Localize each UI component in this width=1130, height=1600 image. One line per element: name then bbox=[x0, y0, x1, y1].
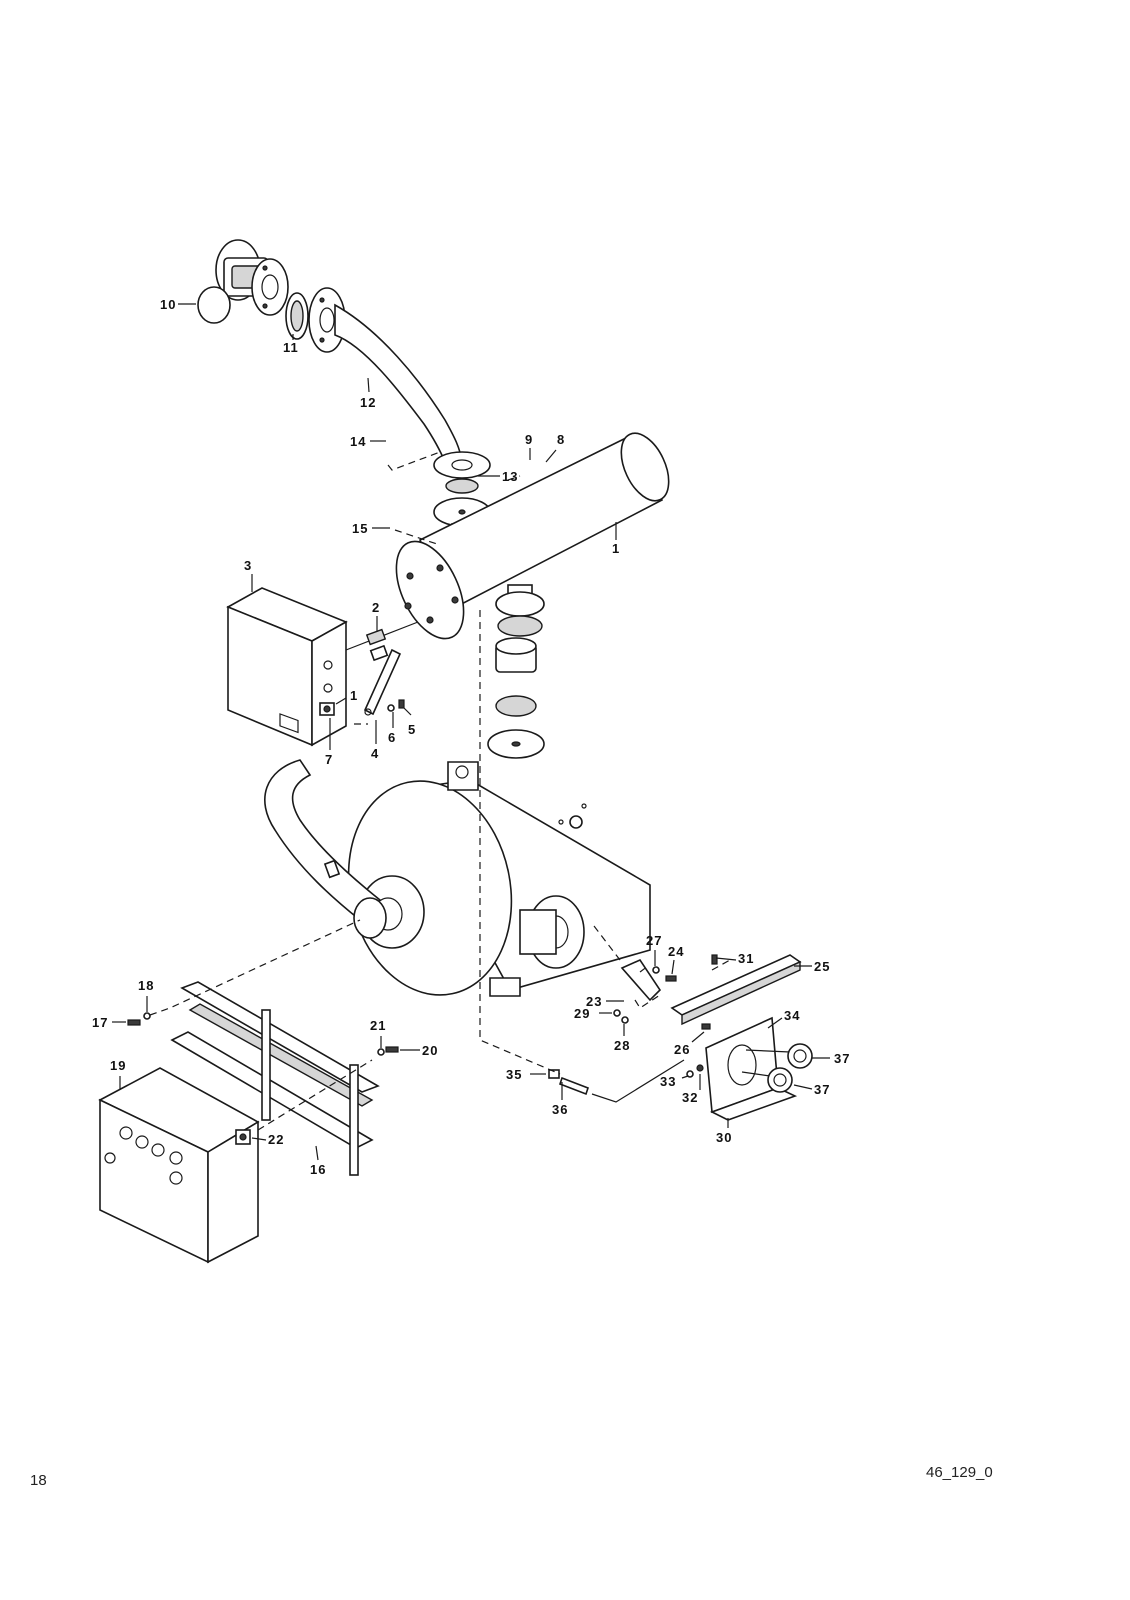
curved-pipe-part-12 bbox=[308, 287, 463, 463]
control-box-part-3 bbox=[226, 587, 348, 747]
callout-28: 28 bbox=[614, 1038, 630, 1053]
callout-13: 13 bbox=[502, 469, 518, 484]
callout-22: 22 bbox=[268, 1132, 284, 1147]
screw-part-32 bbox=[696, 1064, 704, 1072]
callout-12: 12 bbox=[360, 395, 376, 410]
washer-part-21 bbox=[377, 1048, 385, 1056]
callout-27: 27 bbox=[646, 933, 662, 948]
tube-part-36 bbox=[558, 1059, 685, 1103]
callout-labels: 10 11 12 14 9 8 13 15 1 3 2 1 5 6 4 7 27… bbox=[92, 297, 850, 1177]
callout-4: 4 bbox=[371, 746, 379, 761]
callout-leaders bbox=[112, 303, 830, 1161]
drawing-code: 46_129_0 bbox=[926, 1464, 993, 1481]
bolt-part-17 bbox=[127, 1019, 141, 1026]
washer-part-27 bbox=[652, 966, 660, 974]
fitting-part-7 bbox=[319, 702, 335, 716]
support-frame-part-16 bbox=[170, 981, 380, 1176]
callout-21: 21 bbox=[370, 1018, 386, 1033]
callout-19: 19 bbox=[110, 1058, 126, 1073]
screw-part-26 bbox=[701, 1023, 711, 1030]
pressure-vessel bbox=[347, 761, 651, 997]
callout-1-tank: 1 bbox=[612, 541, 620, 556]
control-cabinet-part-19 bbox=[98, 1067, 260, 1264]
callout-37-lower: 37 bbox=[814, 1082, 830, 1097]
callout-32: 32 bbox=[682, 1090, 698, 1105]
callout-2: 2 bbox=[372, 600, 380, 615]
washer-part-33 bbox=[686, 1070, 694, 1078]
page-number: 18 bbox=[30, 1472, 47, 1489]
callout-23: 23 bbox=[586, 994, 602, 1009]
callout-17: 17 bbox=[92, 1015, 108, 1030]
callout-25: 25 bbox=[814, 959, 830, 974]
callout-6: 6 bbox=[388, 730, 396, 745]
callout-35: 35 bbox=[506, 1067, 522, 1082]
bolt-part-24 bbox=[665, 975, 677, 982]
fitting-part-22 bbox=[235, 1129, 251, 1145]
callout-9: 9 bbox=[525, 432, 533, 447]
nut-part-28 bbox=[621, 1016, 629, 1024]
bolt-part-20 bbox=[385, 1046, 399, 1053]
valve-assembly-part-10 bbox=[197, 239, 289, 324]
gauge-part-37-lower bbox=[741, 1067, 793, 1093]
callout-5: 5 bbox=[408, 722, 416, 737]
angle-rail-part-25 bbox=[670, 954, 802, 1026]
callout-3: 3 bbox=[244, 558, 252, 573]
bracket-part-23 bbox=[620, 958, 662, 1002]
callout-16: 16 bbox=[310, 1162, 326, 1177]
callout-18: 18 bbox=[138, 978, 154, 993]
callout-26: 26 bbox=[674, 1042, 690, 1057]
arm-bracket-part-4 bbox=[363, 648, 402, 716]
callout-15: 15 bbox=[352, 521, 368, 536]
gauge-part-37-upper bbox=[745, 1043, 813, 1069]
callout-14: 14 bbox=[350, 434, 366, 449]
callout-33: 33 bbox=[660, 1074, 676, 1089]
callout-11: 11 bbox=[283, 340, 299, 355]
washer-part-29 bbox=[613, 1009, 621, 1017]
callout-10: 10 bbox=[160, 297, 176, 312]
assembly-lines bbox=[149, 451, 731, 1131]
sensor-rod-part-2 bbox=[345, 621, 419, 662]
callout-8: 8 bbox=[557, 432, 565, 447]
gasket-part-11 bbox=[285, 292, 309, 340]
screw-part-5 bbox=[398, 699, 405, 709]
callout-29: 29 bbox=[574, 1006, 590, 1021]
gauge-bracket-part-30 bbox=[705, 1016, 798, 1121]
callout-36: 36 bbox=[552, 1102, 568, 1117]
screw-part-31 bbox=[711, 954, 718, 965]
callout-7: 7 bbox=[325, 752, 333, 767]
callout-20: 20 bbox=[422, 1043, 438, 1058]
callout-31: 31 bbox=[738, 951, 754, 966]
tank-body-part-1 bbox=[395, 432, 670, 640]
callout-1-box: 1 bbox=[350, 688, 358, 703]
callout-30: 30 bbox=[716, 1130, 732, 1145]
callout-37-upper: 37 bbox=[834, 1051, 850, 1066]
callout-34: 34 bbox=[784, 1008, 800, 1023]
bearing-stack bbox=[487, 584, 545, 759]
washer-part-6 bbox=[387, 704, 395, 712]
callout-24: 24 bbox=[668, 944, 684, 959]
washer-part-18 bbox=[143, 1012, 151, 1020]
